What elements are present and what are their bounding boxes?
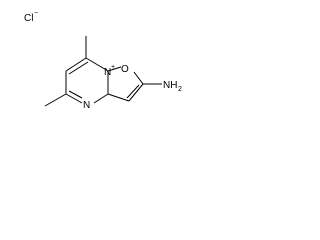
ring-oxygen-symbol: O [121,64,129,75]
bond-methyl-left [44,93,67,107]
bond-n1-o [107,66,122,72]
bond-c5-n4 [65,93,83,104]
bonds [44,36,162,107]
amino-group-label: NH 2 [163,80,182,93]
amino-symbol: NH [163,80,177,91]
bond-c3-c9 [107,93,130,102]
bond-c7-c6-double [68,61,89,75]
ring-nitrogen-charged-symbol: N [104,67,111,78]
ring-nitrogen-symbol: N [83,100,90,111]
structure-canvas: Cl − N + O N NH 2 [0,0,199,137]
amino-subscript: 2 [178,86,182,93]
bond-n1-c7 [85,57,109,72]
molecule-diagram: Cl − N + O N NH 2 [24,10,182,111]
bond-o-c2 [133,71,144,85]
chloride-symbol: Cl [24,13,33,24]
bond-c2-c3 [128,83,144,102]
ring-nitrogen-charge: + [111,64,115,71]
bond-c2-c3-double [126,84,140,99]
bond-c5-n4-double [68,90,83,99]
counterion-label: Cl − [24,10,38,24]
bond-n4-c9 [93,93,109,104]
ring-nitrogen-charged-label: N + [104,64,115,78]
bond-c7-c6 [65,57,87,72]
chloride-charge: − [34,10,38,17]
